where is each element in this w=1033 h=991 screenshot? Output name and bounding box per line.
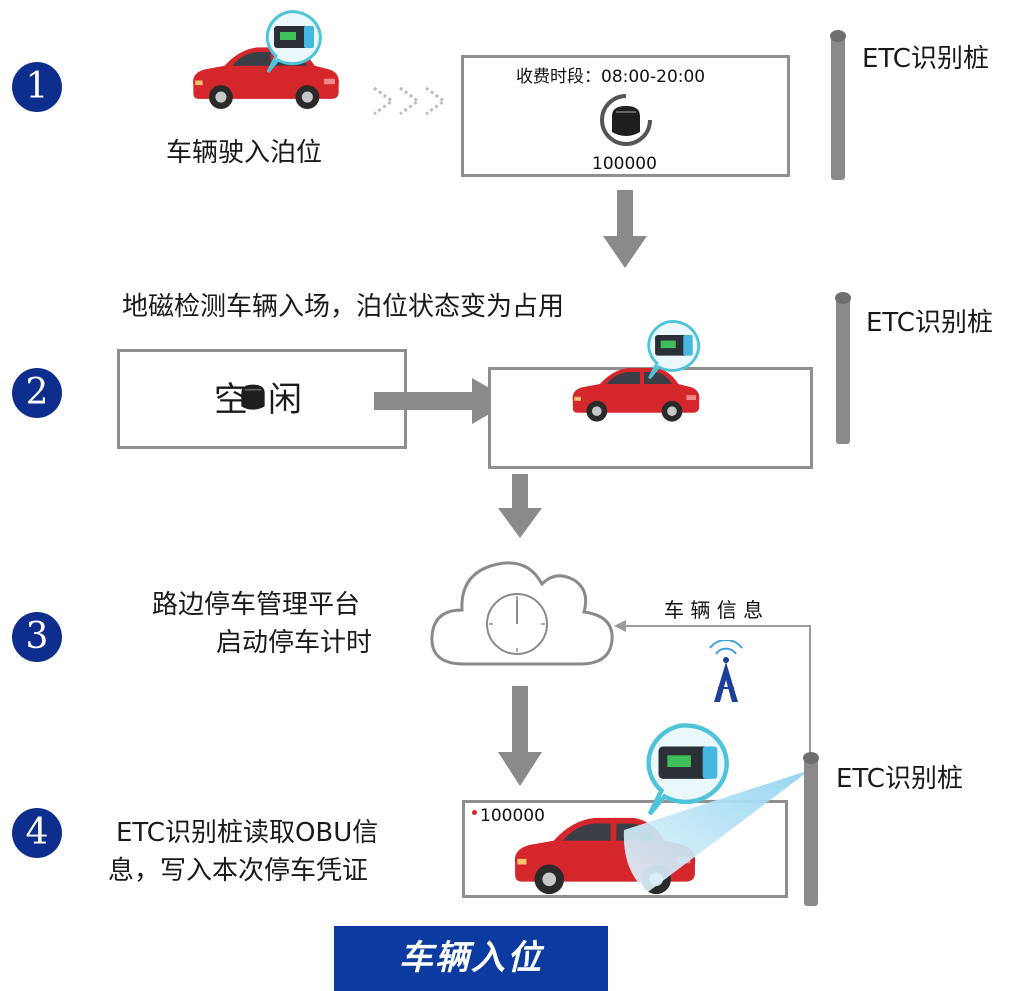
- step-4-code: 100000: [480, 806, 545, 826]
- etc-pole-3: [803, 752, 819, 906]
- title-banner: 车辆入位: [334, 926, 608, 991]
- cloud-timer-icon: [430, 561, 614, 666]
- down-arrow-icon: [498, 474, 542, 538]
- step-3-caption-line2: 启动停车计时: [216, 628, 373, 658]
- sensor-status-icon: [600, 94, 652, 146]
- step-3-caption-line1: 路边停车管理平台: [152, 590, 361, 620]
- signal-tower-icon: [709, 640, 743, 702]
- vehicle-info-label: 车 辆 信 息: [664, 598, 764, 622]
- step-2-number: 2: [12, 368, 62, 418]
- step-4-caption-line1: ETC识别桩读取OBU信: [116, 818, 379, 848]
- info-return-arrow-icon: [614, 620, 811, 756]
- etc-pole-2-label: ETC识别桩: [866, 308, 993, 338]
- down-arrow-icon: [603, 190, 647, 268]
- etc-pole-2: [835, 292, 851, 444]
- etc-pole-1: [830, 30, 846, 180]
- obu-bubble-icon: [647, 320, 701, 380]
- step-1-number: 1: [12, 62, 62, 112]
- step-4-caption-line2: 息，写入本次停车凭证: [108, 856, 369, 886]
- etc-pole-1-label: ETC识别桩: [862, 44, 989, 74]
- step-1-caption: 车辆驶入泊位: [166, 138, 323, 168]
- scan-beam-icon: [623, 770, 810, 892]
- red-dot-icon: [472, 810, 477, 815]
- step-4-number: 4: [12, 808, 62, 858]
- status-free-right: 闲: [268, 380, 302, 420]
- chevrons-icon: [373, 86, 447, 116]
- down-arrow-icon: [498, 686, 542, 786]
- step-3-number: 3: [12, 612, 62, 662]
- step-1-code: 100000: [592, 154, 657, 174]
- etc-pole-3-label: ETC识别桩: [836, 764, 963, 794]
- obu-bubble-icon: [265, 10, 322, 74]
- sensor-icon: [240, 383, 266, 411]
- step-2-caption: 地磁检测车辆入场，泊位状态变为占用: [122, 292, 565, 322]
- fee-period-text: 收费时段：08:00-20:00: [516, 67, 706, 87]
